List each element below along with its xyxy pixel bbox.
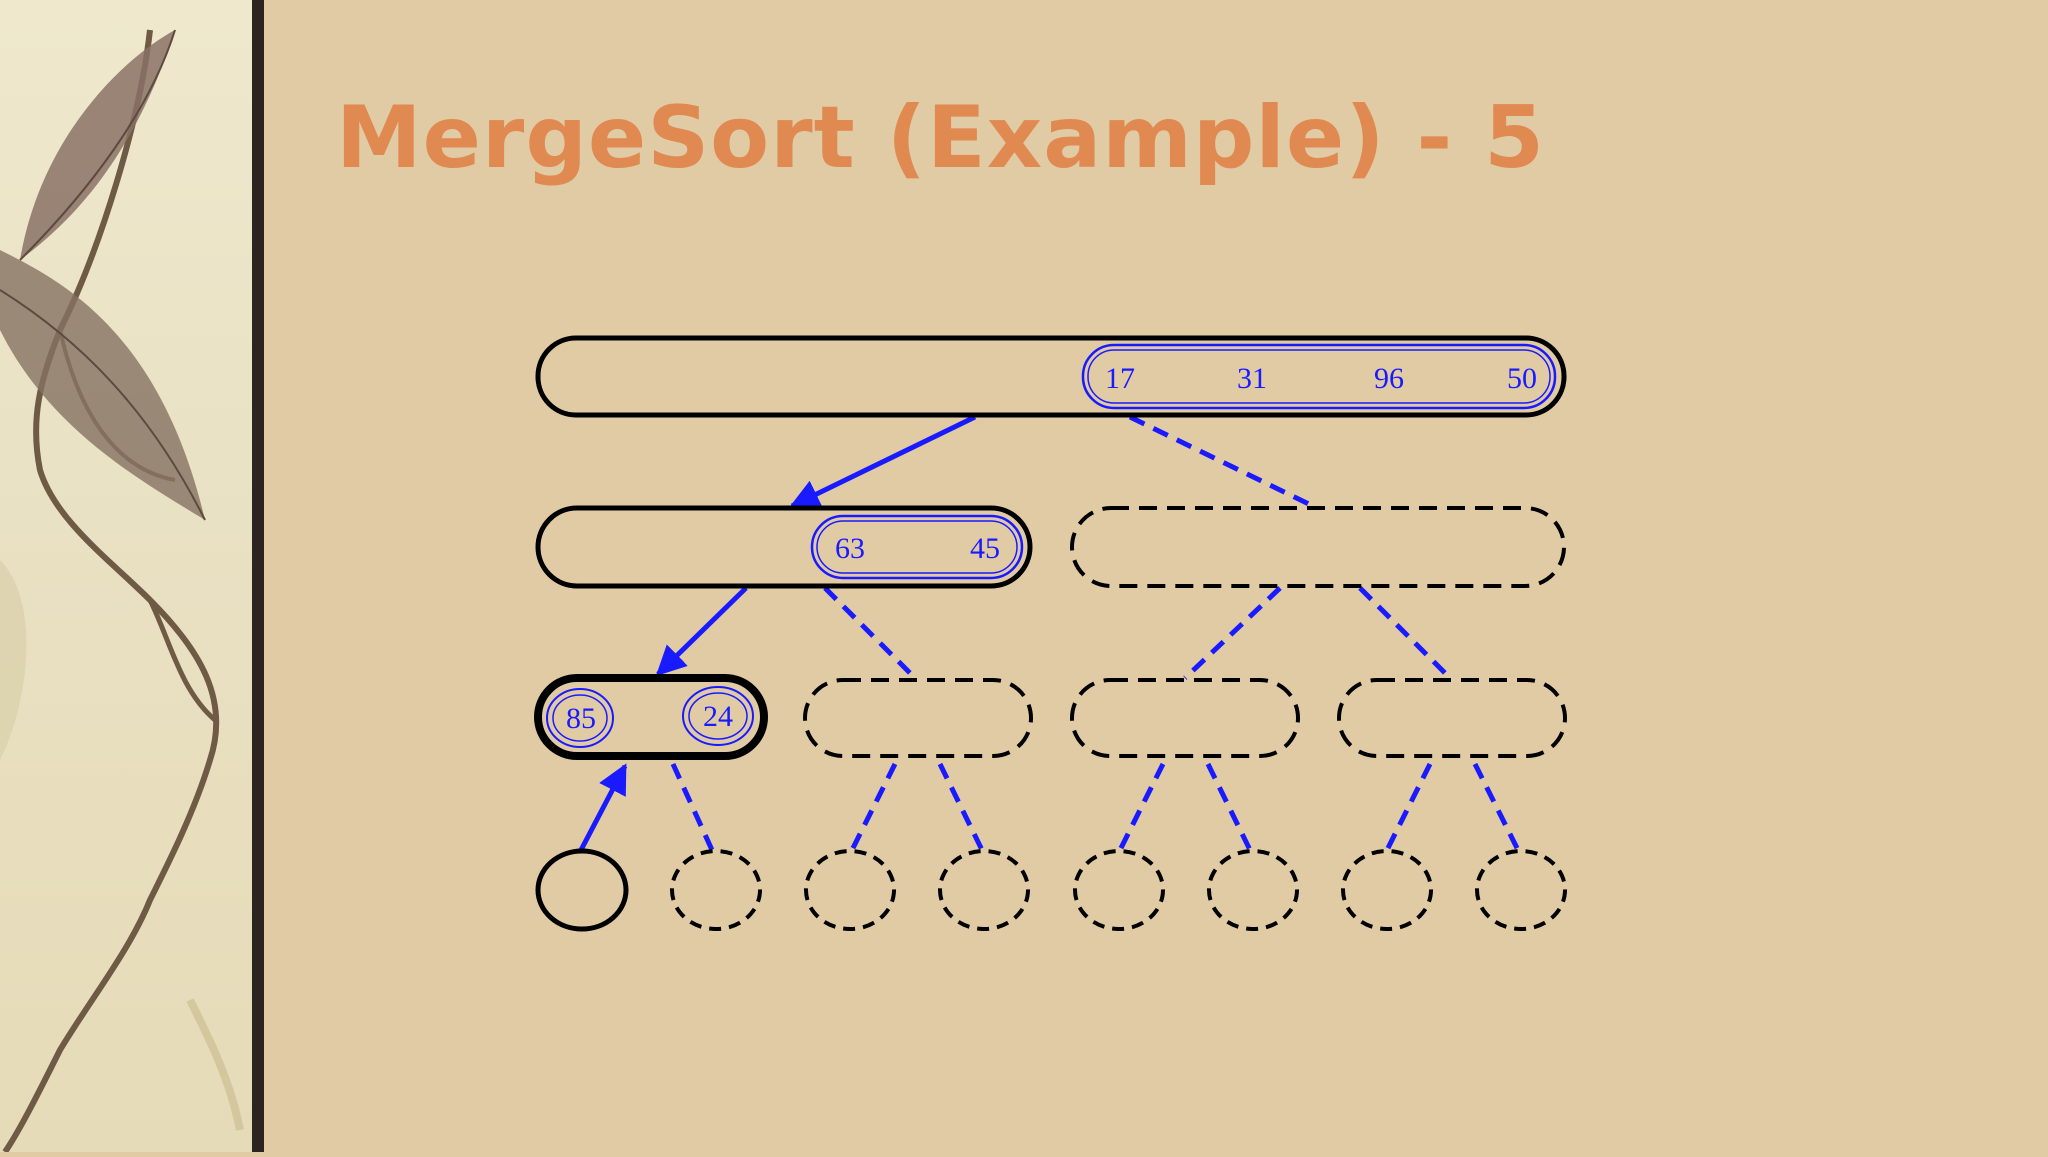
node-pending xyxy=(803,678,1033,758)
link-l1b-to-l2d xyxy=(1358,586,1452,680)
tree-leaves xyxy=(535,848,1567,932)
tree-root: 17 31 96 50 xyxy=(535,335,1567,418)
link-l2d-leaf7 xyxy=(1384,762,1433,852)
node-value: 31 xyxy=(1237,362,1267,395)
node-value: 85 xyxy=(566,702,596,735)
node-current xyxy=(534,674,768,760)
link-l2b-leaf4 xyxy=(937,762,985,852)
link-l2d-leaf8 xyxy=(1472,762,1521,852)
leaf-node-pending xyxy=(804,849,896,931)
merged-sequence xyxy=(1081,343,1557,410)
leaf-node-pending xyxy=(670,849,762,931)
node-pending xyxy=(1337,678,1567,758)
leaf-node-pending xyxy=(938,849,1030,931)
node-value: 50 xyxy=(1507,362,1537,395)
value-cell xyxy=(546,688,614,748)
arrow-l1-to-l2 xyxy=(655,586,748,677)
leaf-node-pending xyxy=(1207,849,1299,931)
node-value: 24 xyxy=(703,700,733,733)
node-left xyxy=(535,505,1033,589)
merged-sequence xyxy=(810,514,1024,580)
node-pending xyxy=(1070,678,1300,758)
link-l1b-to-l2c xyxy=(1183,586,1282,680)
leaf-node-pending xyxy=(1341,849,1433,931)
leaf-node-returned xyxy=(535,848,629,932)
arrow-root-to-left xyxy=(789,414,977,509)
node-value: 96 xyxy=(1374,362,1404,395)
leaf-node-pending xyxy=(1073,849,1165,931)
link-l2c-leaf6 xyxy=(1205,762,1253,852)
node-value: 17 xyxy=(1105,362,1135,395)
node-value: 63 xyxy=(835,532,865,565)
link-l1-to-l2b xyxy=(823,586,917,680)
tree-level-1: 63 45 xyxy=(535,505,1566,589)
leaf-node-pending xyxy=(1475,849,1567,931)
tree-level-2: 85 24 xyxy=(534,674,1567,760)
node-right xyxy=(1070,506,1566,588)
node-value: 45 xyxy=(970,532,1000,565)
link-l2a-leaf2 xyxy=(670,762,715,852)
arrow-leaf-to-l2 xyxy=(578,763,628,852)
leaf-illustration xyxy=(0,29,244,1154)
link-l2c-leaf5 xyxy=(1117,762,1166,852)
slide-title: MergeSort (Example) - 5 xyxy=(336,88,1545,188)
root-node xyxy=(535,335,1567,418)
value-cell xyxy=(682,686,754,746)
tree-connectors xyxy=(578,414,1521,852)
decorative-leaf-panel xyxy=(0,0,252,1154)
link-root-to-right xyxy=(1128,414,1317,510)
panel-divider xyxy=(252,0,264,1152)
link-l2b-leaf3 xyxy=(849,762,898,852)
